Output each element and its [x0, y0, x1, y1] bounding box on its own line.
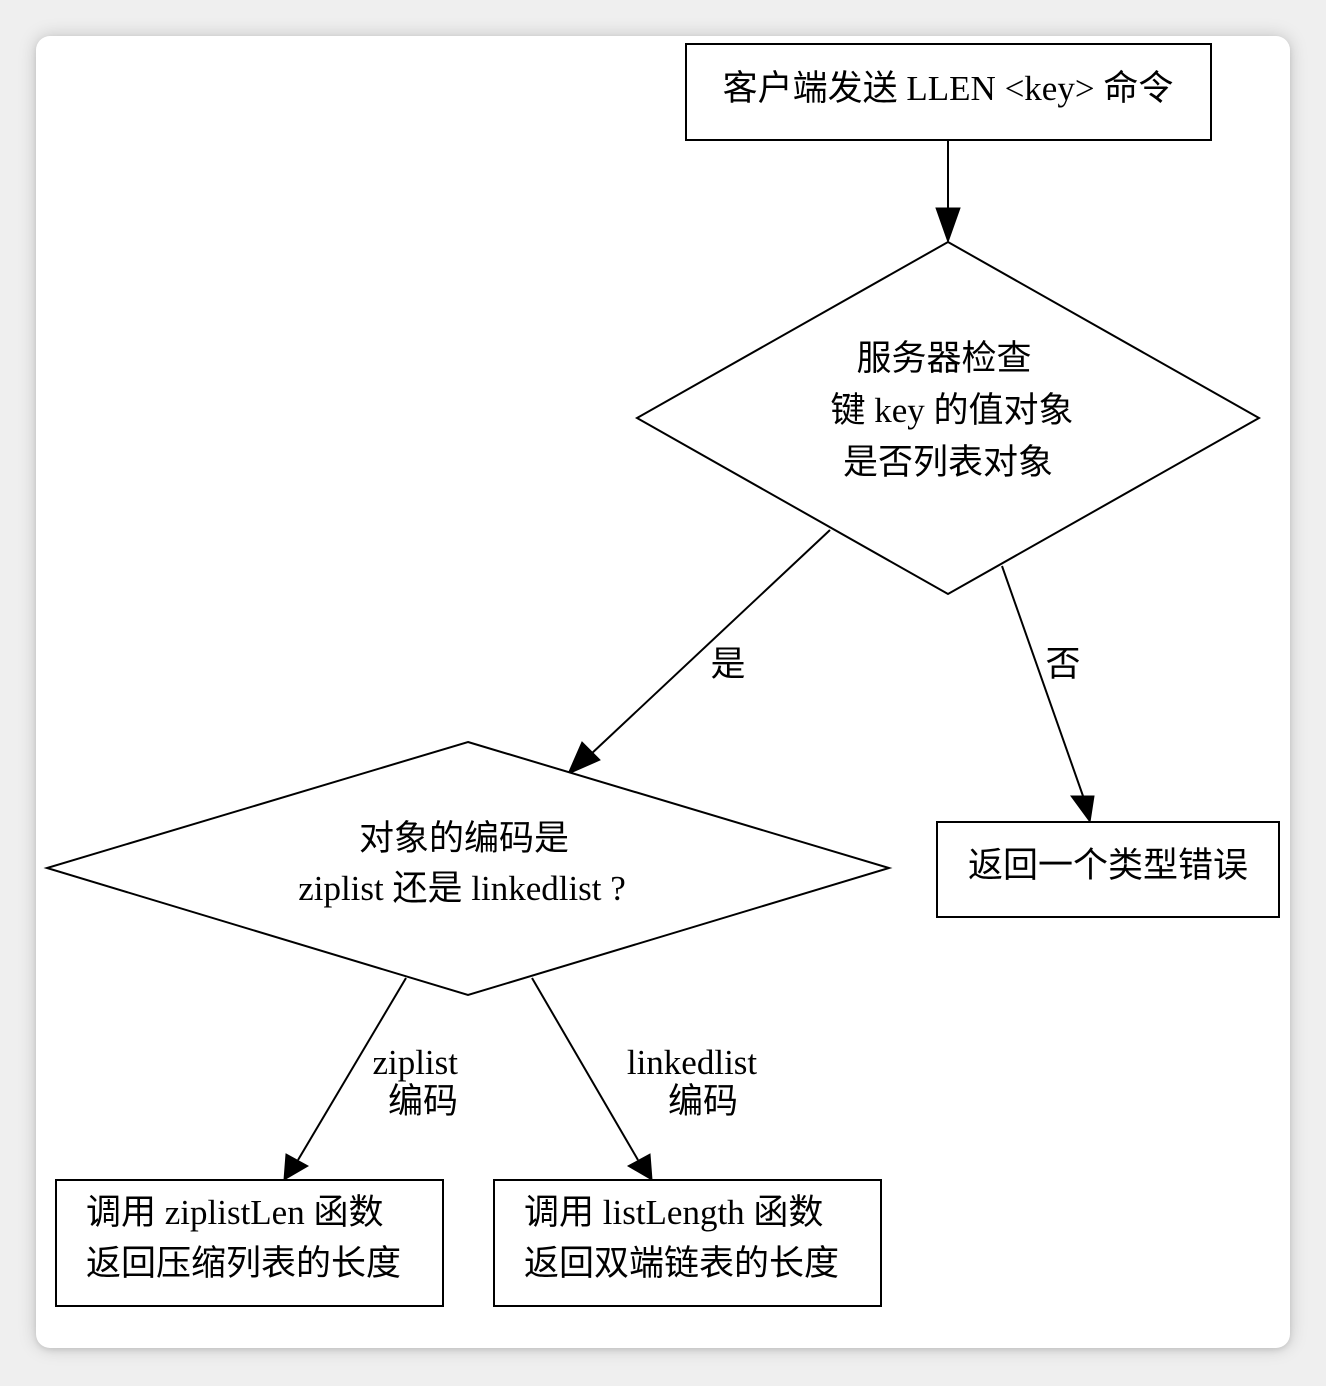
edge-ziplist-label-2: 编码 [388, 1082, 458, 1121]
list-length-line-2: 返回双端链表的长度 [524, 1244, 839, 1283]
edge-no: 否 [1001, 565, 1095, 824]
ziplist-len-line-2: 返回压缩列表的长度 [86, 1244, 401, 1283]
edge-ziplist-label-1: ziplist [372, 1043, 458, 1082]
node-start-label: 客户端发送 LLEN <key> 命令 [723, 69, 1174, 108]
diagram-card [36, 36, 1290, 1348]
node-check-encoding: 对象的编码是 ziplist 还是 linkedlist ? [43, 740, 893, 997]
node-type-error: 返回一个类型错误 [936, 821, 1280, 918]
check-type-line-1: 服务器检查 [856, 339, 1031, 378]
edge-linkedlist-label-1: linkedlist [627, 1043, 758, 1082]
check-type-line-3: 是否列表对象 [843, 443, 1053, 482]
node-check-type: 服务器检查 键 key 的值对象 是否列表对象 [634, 240, 1262, 596]
edge-start-to-check [935, 140, 961, 244]
edge-ziplist: ziplist 编码 [283, 977, 458, 1181]
edge-linkedlist: linkedlist 编码 [531, 977, 758, 1181]
ziplist-len-line-1: 调用 ziplistLen 函数 [86, 1193, 383, 1232]
type-error-label: 返回一个类型错误 [968, 846, 1248, 885]
list-length-line-1: 调用 listLength 函数 [524, 1193, 823, 1232]
node-start: 客户端发送 LLEN <key> 命令 [685, 43, 1212, 141]
edge-no-label: 否 [1045, 645, 1080, 684]
node-ziplist-len: 调用 ziplistLen 函数 返回压缩列表的长度 [55, 1179, 444, 1307]
edge-yes-label: 是 [710, 645, 745, 684]
edge-linkedlist-label-2: 编码 [668, 1082, 738, 1121]
edge-yes: 是 [567, 529, 831, 775]
check-type-line-2: 键 key 的值对象 [830, 391, 1073, 430]
check-encoding-line-2: ziplist 还是 linkedlist ? [298, 869, 626, 908]
check-encoding-line-1: 对象的编码是 [359, 819, 569, 858]
node-list-length: 调用 listLength 函数 返回双端链表的长度 [493, 1179, 882, 1307]
